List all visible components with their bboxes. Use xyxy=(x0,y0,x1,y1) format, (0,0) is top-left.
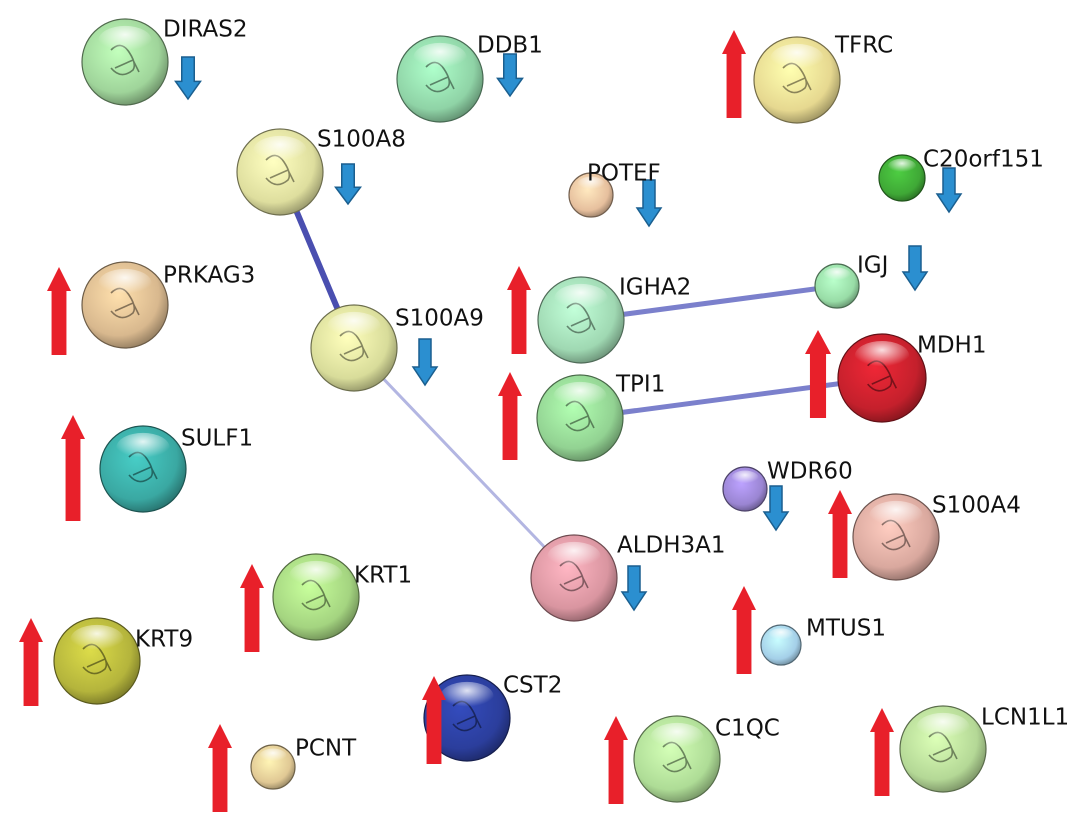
node-ddb1[interactable] xyxy=(396,35,484,123)
arrow-up-mtus1-icon xyxy=(732,586,756,674)
node-s100a8[interactable] xyxy=(236,128,324,216)
arrow-up-tpi1-icon xyxy=(498,372,522,460)
arrow-up-krt9-icon xyxy=(19,618,43,706)
node-mdh1-highlight xyxy=(854,341,910,371)
node-c20orf151-highlight xyxy=(887,158,917,175)
arrow-up-krt1-icon xyxy=(240,564,264,652)
node-lcn1l1[interactable] xyxy=(899,705,987,793)
node-label-s100a9: S100A9 xyxy=(395,306,484,332)
node-potef[interactable] xyxy=(568,172,614,218)
node-igj-highlight xyxy=(823,267,851,283)
node-s100a4-highlight xyxy=(869,500,923,531)
node-label-s100a8: S100A8 xyxy=(317,127,406,153)
arrows-layer xyxy=(19,30,963,812)
arrow-up-prkag3-icon xyxy=(47,267,71,355)
node-label-krt9: KRT9 xyxy=(135,627,193,653)
node-s100a9[interactable] xyxy=(310,304,398,392)
node-label-lcn1l1: LCN1L1 xyxy=(981,705,1069,731)
arrow-down-igj-icon xyxy=(901,245,929,292)
node-c1qc-highlight xyxy=(650,722,704,753)
node-label-pcnt: PCNT xyxy=(295,736,357,762)
node-label-tfrc: TFRC xyxy=(834,33,893,59)
node-tpi1[interactable] xyxy=(536,374,624,462)
arrow-down-s100a9-icon xyxy=(411,338,439,387)
arrow-down-ddb1-icon xyxy=(496,53,524,98)
node-igha2[interactable] xyxy=(537,276,625,364)
arrow-down-aldh3a1-icon xyxy=(620,565,648,612)
node-label-cst2: CST2 xyxy=(503,673,562,699)
arrow-down-wdr60-icon xyxy=(762,485,790,532)
node-diras2[interactable] xyxy=(81,18,169,106)
node-label-mtus1: MTUS1 xyxy=(806,616,886,642)
arrow-down-diras2-icon xyxy=(174,56,202,101)
node-c1qc[interactable] xyxy=(633,715,721,803)
node-sulf1[interactable] xyxy=(99,425,187,513)
node-krt1[interactable] xyxy=(272,553,360,641)
node-c20orf151[interactable] xyxy=(878,154,926,202)
node-aldh3a1[interactable] xyxy=(530,534,618,622)
node-wdr60-highlight xyxy=(731,470,759,486)
arrow-down-c20orf151-icon xyxy=(935,167,963,214)
node-krt9-highlight xyxy=(70,624,124,655)
node-pcnt[interactable] xyxy=(250,744,296,790)
arrow-up-pcnt-icon xyxy=(208,724,232,812)
arrow-up-igha2-icon xyxy=(507,266,531,354)
node-mdh1[interactable] xyxy=(837,333,927,423)
node-cst2-highlight xyxy=(440,681,494,712)
node-s100a8-highlight xyxy=(253,135,307,166)
node-label-wdr60: WDR60 xyxy=(767,459,853,485)
node-label-sulf1: SULF1 xyxy=(181,426,253,452)
node-prkag3-highlight xyxy=(98,268,152,299)
node-potef-highlight xyxy=(577,176,605,192)
node-ddb1-highlight xyxy=(413,42,467,73)
node-lcn1l1-highlight xyxy=(916,712,970,743)
node-s100a9-highlight xyxy=(327,311,381,342)
node-label-mdh1: MDH1 xyxy=(917,333,986,359)
node-prkag3[interactable] xyxy=(81,261,169,349)
arrow-up-tfrc-icon xyxy=(722,30,746,118)
node-cst2[interactable] xyxy=(423,674,511,762)
edge-tpi1-mdh1 xyxy=(577,375,885,421)
node-pcnt-highlight xyxy=(259,748,287,764)
arrow-up-c1qc-icon xyxy=(604,716,628,804)
arrow-up-s100a4-icon xyxy=(828,490,852,578)
node-krt1-highlight xyxy=(289,560,343,591)
node-aldh3a1-highlight xyxy=(547,541,601,572)
arrow-down-s100a8-icon xyxy=(334,163,362,206)
edge-s100a9-aldh3a1 xyxy=(352,346,576,580)
node-label-diras2: DIRAS2 xyxy=(163,17,248,43)
arrow-up-lcn1l1-icon xyxy=(870,708,894,796)
arrow-up-sulf1-icon xyxy=(61,415,85,521)
node-igj[interactable] xyxy=(814,263,860,309)
node-label-c1qc: C1QC xyxy=(715,716,780,742)
node-label-igj: IGJ xyxy=(857,253,888,279)
node-label-krt1: KRT1 xyxy=(354,563,412,589)
node-tpi1-highlight xyxy=(553,381,607,412)
node-mtus1[interactable] xyxy=(760,624,802,666)
node-igha2-highlight xyxy=(554,283,608,314)
arrow-down-potef-icon xyxy=(635,179,663,228)
node-tfrc-highlight xyxy=(770,43,824,74)
node-label-s100a4: S100A4 xyxy=(932,493,1021,519)
node-label-c20orf151: C20orf151 xyxy=(923,147,1044,173)
nodes-layer xyxy=(53,18,987,803)
arrow-up-cst2-icon xyxy=(422,676,446,764)
node-wdr60[interactable] xyxy=(722,466,768,512)
node-tfrc[interactable] xyxy=(753,36,841,124)
node-diras2-highlight xyxy=(98,25,152,56)
node-mtus1-highlight xyxy=(768,628,794,642)
node-s100a4[interactable] xyxy=(852,493,940,581)
node-sulf1-highlight xyxy=(116,432,170,463)
node-label-ddb1: DDB1 xyxy=(477,33,543,59)
node-krt9[interactable] xyxy=(53,617,141,705)
node-label-aldh3a1: ALDH3A1 xyxy=(617,533,726,559)
node-label-igha2: IGHA2 xyxy=(619,275,691,301)
arrow-up-mdh1-icon xyxy=(805,330,831,418)
node-label-potef: POTEF xyxy=(587,161,661,187)
node-label-tpi1: TPI1 xyxy=(615,372,665,398)
node-label-prkag3: PRKAG3 xyxy=(163,263,255,289)
